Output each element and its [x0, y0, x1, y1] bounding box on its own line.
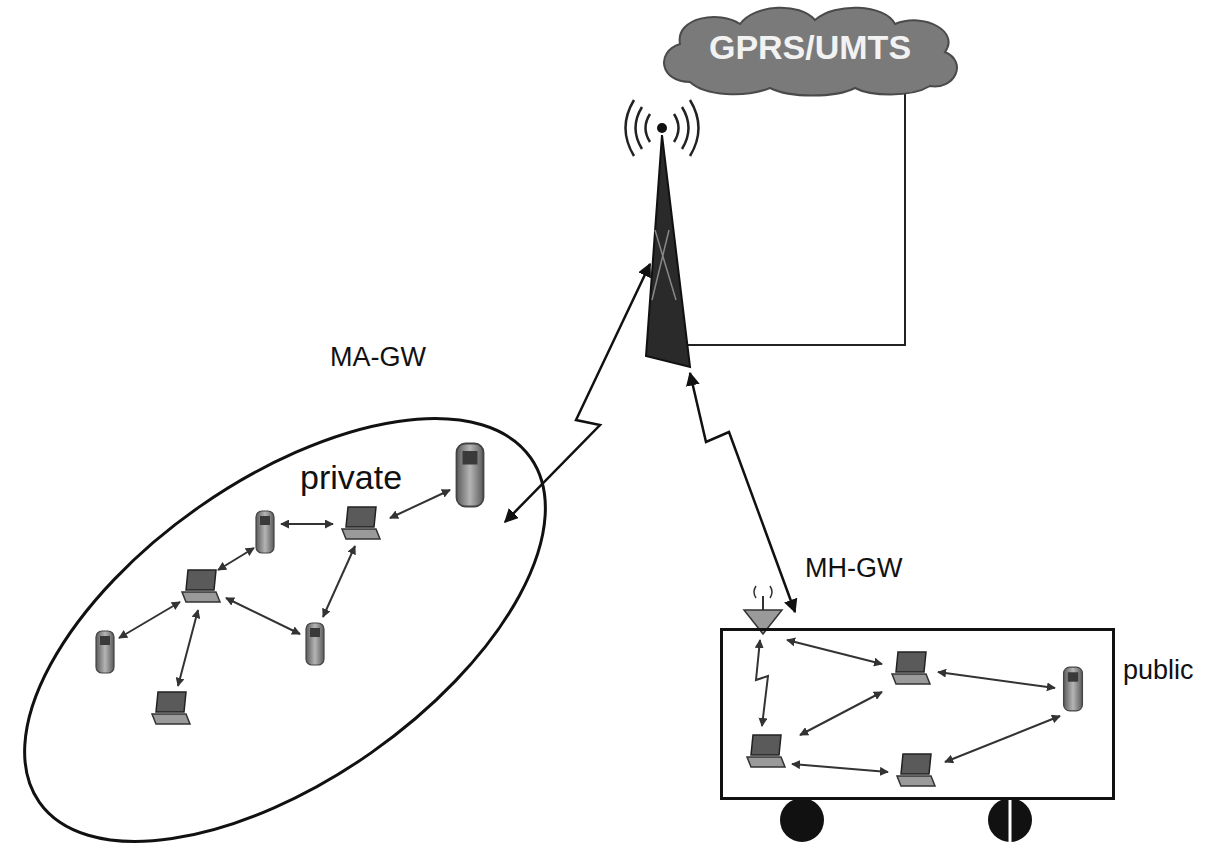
public-vehicle: public: [720, 628, 1115, 800]
vehicle-links: [756, 640, 1060, 772]
rect-outline: [720, 628, 1115, 800]
rect-shape: [722, 630, 1114, 799]
gateway-label: MH-GW: [805, 553, 902, 584]
ellipse-shape: [0, 335, 617, 866]
cloud-node: GPRS/UMTS: [650, 2, 970, 98]
vehicle-antenna: [744, 586, 782, 634]
private-devices: [96, 444, 484, 725]
private-network: private: [10, 400, 570, 860]
radio-link: [505, 264, 650, 522]
antenna-tower: [626, 100, 699, 367]
backbone-link: [688, 88, 905, 345]
node-label: private: [300, 458, 402, 497]
node-label: GPRS/UMTS: [709, 28, 911, 67]
ellipse-outline: [10, 400, 570, 860]
cloud-shape: [664, 8, 957, 96]
node-label: public: [1123, 655, 1194, 686]
adhoc-links: [119, 490, 450, 686]
vehicle-wheels: [780, 798, 1032, 842]
public-devices: [747, 652, 1082, 786]
radio-link: [690, 373, 795, 612]
gateway-label: MA-GW: [330, 342, 426, 373]
